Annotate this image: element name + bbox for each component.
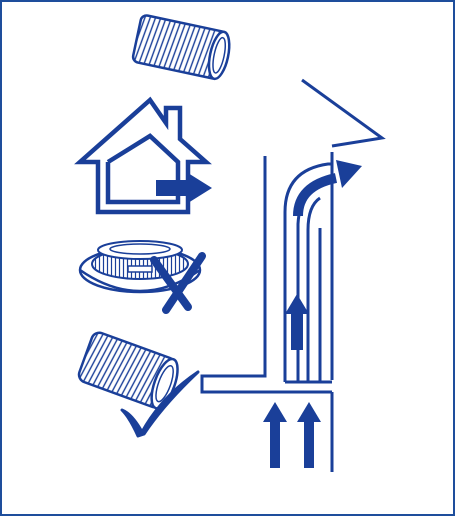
roof-outline (301, 78, 386, 148)
duct-chase-walls (200, 152, 334, 472)
check-mark-icon (120, 370, 200, 438)
airflow-up-arrow (285, 294, 309, 350)
duct-roll-icon (77, 331, 179, 410)
intake-arrow-right (297, 402, 321, 468)
exhaust-arrow-icon (156, 173, 212, 203)
exhaust-flow-arrow (293, 160, 362, 217)
intake-arrow-left (263, 402, 287, 468)
cross-mark-icon (150, 252, 206, 314)
duct-roll-icon (131, 14, 231, 81)
vent-duct-diagram (200, 78, 386, 472)
